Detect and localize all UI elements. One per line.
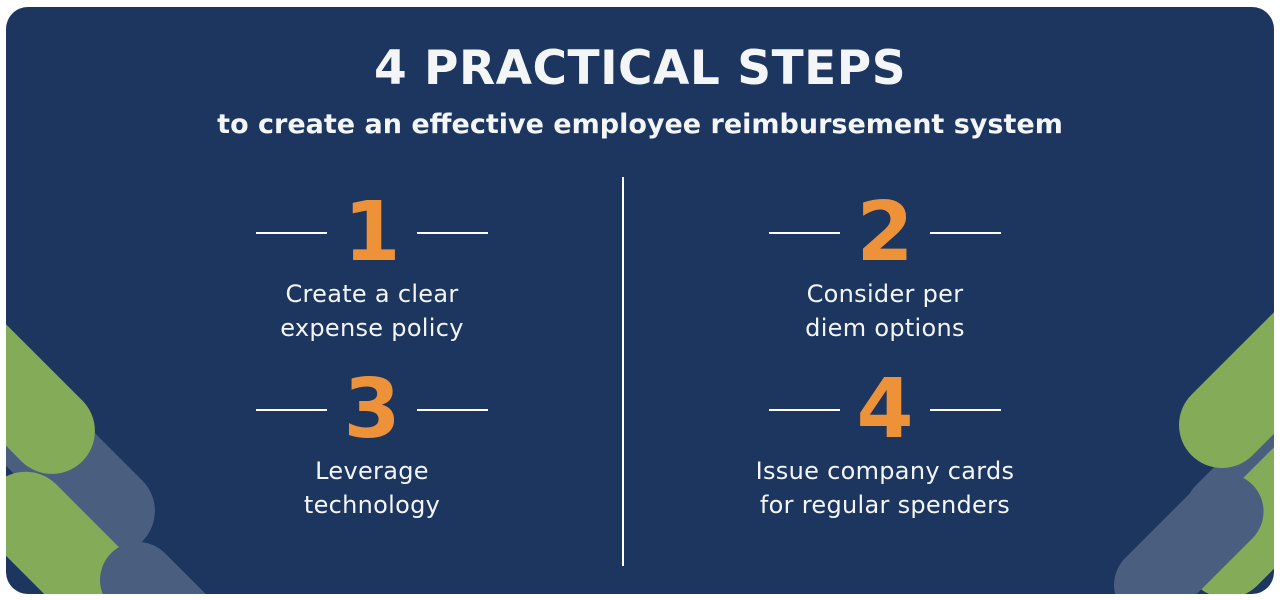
- dash-line-right: [930, 409, 1001, 411]
- decorative-shapes-right-icon: [1113, 297, 1274, 594]
- step-1-text: Create a clear expense policy: [202, 277, 542, 345]
- page-title: 4 PRACTICAL STEPS: [373, 41, 907, 96]
- step-4-header: 4: [715, 362, 1055, 457]
- step-3-number: 3: [343, 362, 401, 457]
- dash-line-left: [256, 232, 327, 234]
- dash-line-left: [256, 409, 327, 411]
- step-1: 1 Create a clear expense policy: [202, 185, 542, 345]
- dash-line-right: [930, 232, 1001, 234]
- step-2-text: Consider per diem options: [715, 277, 1055, 345]
- step-4: 4 Issue company cards for regular spende…: [715, 362, 1055, 522]
- step-2-header: 2: [715, 185, 1055, 280]
- decorative-shapes-left-icon: [6, 297, 206, 594]
- step-1-header: 1: [202, 185, 542, 280]
- step-3-line-1: Leverage: [315, 457, 429, 485]
- step-3-header: 3: [202, 362, 542, 457]
- step-4-line-1: Issue company cards: [755, 457, 1015, 485]
- step-2: 2 Consider per diem options: [715, 185, 1055, 345]
- step-3-text: Leverage technology: [202, 454, 542, 522]
- step-1-line-1: Create a clear: [285, 280, 459, 308]
- step-3: 3 Leverage technology: [202, 362, 542, 522]
- dash-line-left: [769, 232, 840, 234]
- vertical-divider: [622, 177, 624, 566]
- dash-line-right: [417, 232, 488, 234]
- step-2-number: 2: [856, 185, 914, 280]
- step-4-number: 4: [856, 362, 914, 457]
- dash-line-right: [417, 409, 488, 411]
- dash-line-left: [769, 409, 840, 411]
- page-subtitle: to create an effective employee reimburs…: [217, 109, 1063, 140]
- step-1-line-2: expense policy: [280, 314, 464, 342]
- step-4-text: Issue company cards for regular spenders: [715, 454, 1055, 522]
- step-2-line-1: Consider per: [806, 280, 964, 308]
- step-3-line-2: technology: [303, 491, 441, 519]
- infographic-panel: 4 PRACTICAL STEPS to create an effective…: [6, 7, 1274, 594]
- step-1-number: 1: [343, 185, 401, 280]
- step-2-line-2: diem options: [805, 314, 965, 342]
- step-4-line-2: for regular spenders: [759, 491, 1011, 519]
